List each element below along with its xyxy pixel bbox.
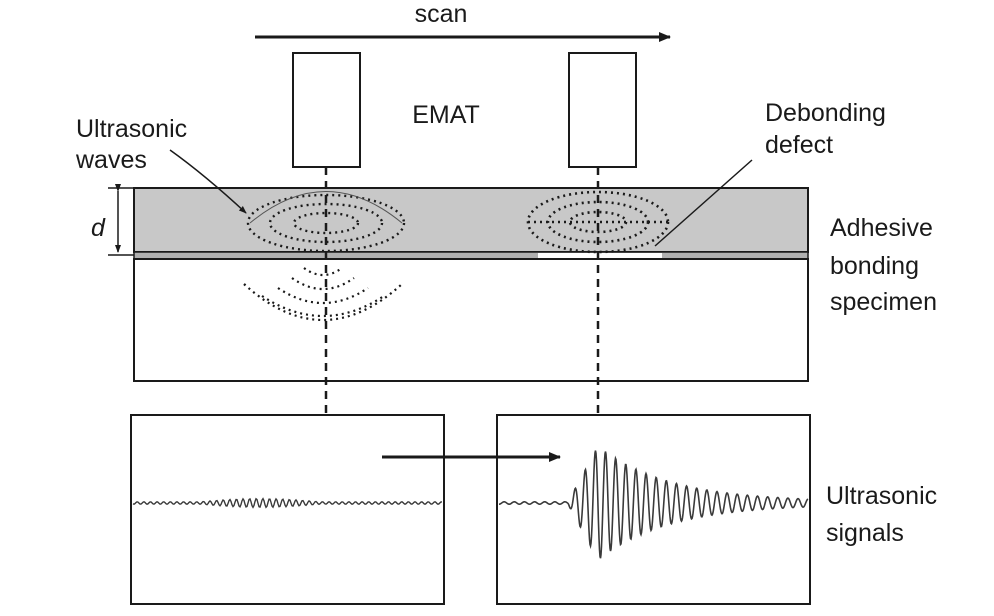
signal-panel-left [130, 414, 445, 605]
specimen-label-line3: specimen [830, 288, 937, 316]
specimen-label-line1: Adhesive [830, 214, 933, 242]
substrate [133, 258, 809, 382]
waves-label-line1: Ultrasonic [76, 115, 187, 143]
debonding-defect [538, 253, 662, 258]
bond-line [133, 251, 809, 260]
specimen-label-line2: bonding [830, 252, 919, 280]
emat-label: EMAT [412, 101, 480, 129]
emat-probe-left [292, 52, 361, 168]
waves-left [246, 191, 406, 253]
scan-label: scan [415, 0, 468, 28]
waves-right [526, 190, 670, 254]
signal-trace-right [498, 450, 809, 559]
waves-label-line2: waves [75, 146, 147, 174]
specimen [133, 187, 809, 382]
emat-probe-right [568, 52, 637, 168]
defect-label-line2: defect [765, 131, 833, 159]
waves-transmitted [243, 267, 403, 322]
thickness-indicator [108, 184, 134, 256]
thickness-label: d [91, 214, 106, 242]
signal-trace-left [132, 497, 443, 509]
signals-label-line1: Ultrasonic [826, 482, 937, 510]
defect-leader-line [654, 159, 753, 247]
adhesive-layer [133, 187, 809, 253]
defect-label-line1: Debonding [765, 99, 886, 127]
signals-label-line2: signals [826, 519, 904, 547]
waves-leader-line [169, 149, 247, 214]
